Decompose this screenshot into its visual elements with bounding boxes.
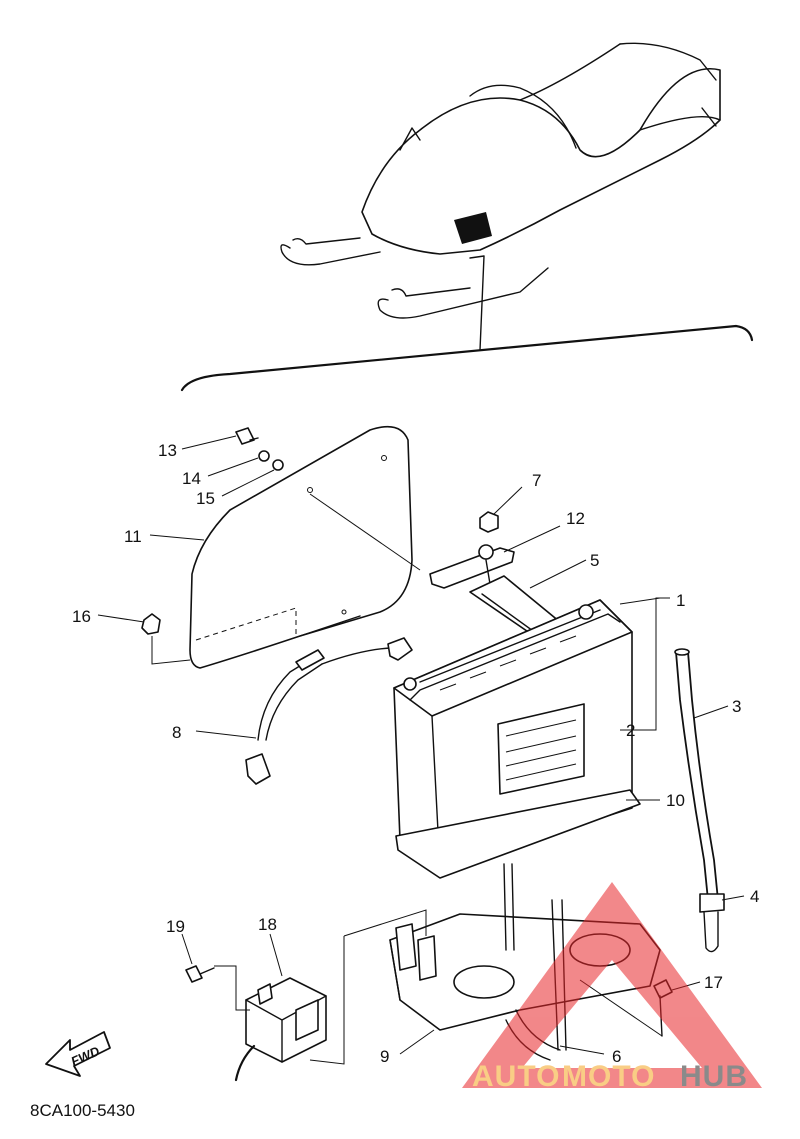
starter-relay bbox=[234, 977, 327, 1082]
callout-10: 10 bbox=[666, 791, 685, 810]
watermark-auto: AUTO bbox=[472, 1060, 560, 1093]
callout-12: 12 bbox=[566, 509, 585, 528]
callout-19: 19 bbox=[166, 917, 185, 936]
callout-17: 17 bbox=[704, 973, 723, 992]
cover-screw bbox=[235, 427, 259, 445]
snowmobile-illustration bbox=[280, 42, 721, 351]
callout-13: 13 bbox=[158, 441, 177, 460]
callout-14: 14 bbox=[182, 469, 201, 488]
section-divider bbox=[180, 324, 754, 392]
battery-cover bbox=[189, 425, 413, 669]
callout-18: 18 bbox=[258, 915, 277, 934]
watermark-moto: MOTO bbox=[562, 1060, 655, 1093]
battery-band bbox=[429, 544, 515, 589]
lock-washer bbox=[258, 450, 270, 462]
diagram-code: 8CA100-5430 bbox=[30, 1101, 135, 1120]
callout-7: 7 bbox=[532, 471, 541, 490]
cover-nut bbox=[141, 613, 161, 635]
hose-clamp bbox=[699, 893, 725, 913]
battery-location-marker bbox=[454, 212, 492, 244]
plain-washer bbox=[272, 459, 284, 471]
battery bbox=[393, 599, 641, 879]
callout-1: 1 bbox=[676, 591, 685, 610]
bracket-nut bbox=[479, 511, 499, 533]
callout-5: 5 bbox=[590, 551, 599, 570]
callout-8: 8 bbox=[172, 723, 181, 742]
forward-direction-arrow: FWD bbox=[45, 1031, 111, 1077]
automotohub-watermark: AUTO MOTO HUB bbox=[462, 882, 762, 1093]
callout-numbers: 1 2 3 4 5 6 7 8 9 10 11 12 13 14 15 16 1… bbox=[72, 441, 759, 1066]
callout-6: 6 bbox=[612, 1047, 621, 1066]
fwd-label: FWD bbox=[69, 1043, 103, 1069]
callout-11: 11 bbox=[124, 527, 142, 546]
leader-lines bbox=[97, 435, 745, 1055]
relay-bolt bbox=[185, 965, 250, 1011]
callout-15: 15 bbox=[196, 489, 215, 508]
watermark-triangle-logo bbox=[462, 882, 762, 1088]
breather-hose bbox=[674, 648, 725, 953]
battery-lead bbox=[245, 637, 413, 785]
callout-2: 2 bbox=[626, 721, 635, 740]
watermark-hub: HUB bbox=[680, 1060, 748, 1093]
callout-16: 16 bbox=[72, 607, 91, 626]
callout-3: 3 bbox=[732, 697, 741, 716]
callout-4: 4 bbox=[750, 887, 759, 906]
callout-9: 9 bbox=[380, 1047, 389, 1066]
